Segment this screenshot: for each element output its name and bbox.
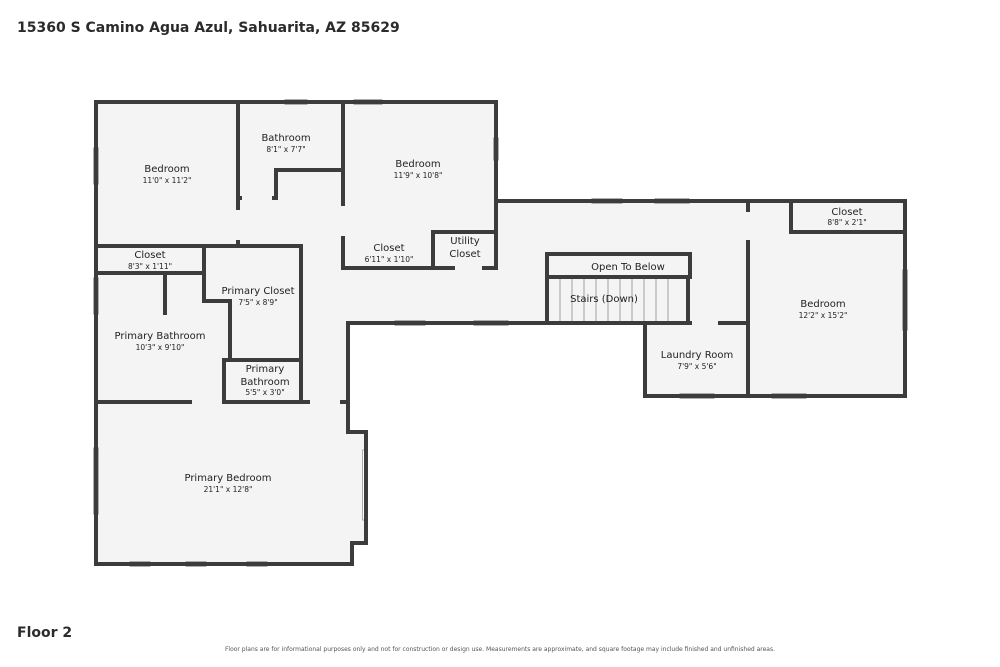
room-dims-closet-e: 8'8" x 2'1" <box>827 218 866 227</box>
room-dims-primary-bedroom: 21'1" x 12'8" <box>204 485 253 494</box>
room-dims-closet-w: 8'3" x 1'11" <box>128 262 172 271</box>
room-dims-closet-n: 6'11" x 1'10" <box>365 255 414 264</box>
room-name-primary-bathroom-small-line2: Bathroom <box>240 377 289 388</box>
floor-label: Floor 2 <box>17 625 73 641</box>
room-name-primary-bedroom: Primary Bedroom <box>184 473 271 484</box>
room-dims-primary-bathroom: 10'3" x 9'10" <box>136 343 185 352</box>
room-name-utility-closet-line2: Closet <box>449 249 480 260</box>
room-dims-bathroom: 8'1" x 7'7" <box>266 145 305 154</box>
room-dims-bedroom-nw: 11'0" x 11'2" <box>143 176 192 185</box>
room-name-utility-closet-line1: Utility <box>450 236 479 247</box>
room-dims-laundry-room: 7'9" x 5'6" <box>677 362 716 371</box>
room-name-bedroom-e: Bedroom <box>800 299 845 310</box>
room-name-bedroom-nw: Bedroom <box>144 164 189 175</box>
room-name-closet-w: Closet <box>134 250 165 261</box>
stair-treads <box>559 279 669 321</box>
door-openings <box>235 195 751 405</box>
room-dims-primary-closet: 7'5" x 8'9" <box>238 298 277 307</box>
room-name-stairs: Stairs (Down) <box>570 294 638 305</box>
room-name-closet-e: Closet <box>831 207 862 218</box>
room-name-open-to-below: Open To Below <box>591 262 665 273</box>
room-name-bathroom: Bathroom <box>261 133 310 144</box>
room-name-bedroom-n: Bedroom <box>395 159 440 170</box>
room-name-primary-bathroom-small-line1: Primary <box>246 364 285 375</box>
room-dims-bedroom-e: 12'2" x 15'2" <box>799 311 848 320</box>
room-name-closet-n: Closet <box>373 243 404 254</box>
room-name-primary-bathroom: Primary Bathroom <box>115 331 206 342</box>
room-name-laundry-room: Laundry Room <box>661 350 733 361</box>
walls <box>94 100 907 566</box>
room-dims-bedroom-n: 11'9" x 10'8" <box>394 171 443 180</box>
room-dims-primary-bathroom-small: 5'5" x 3'0" <box>245 388 284 397</box>
property-address: 15360 S Camino Agua Azul, Sahuarita, AZ … <box>17 20 400 36</box>
floor-area <box>96 102 905 564</box>
disclaimer: Floor plans are for informational purpos… <box>224 646 776 653</box>
room-name-primary-closet: Primary Closet <box>222 286 295 297</box>
